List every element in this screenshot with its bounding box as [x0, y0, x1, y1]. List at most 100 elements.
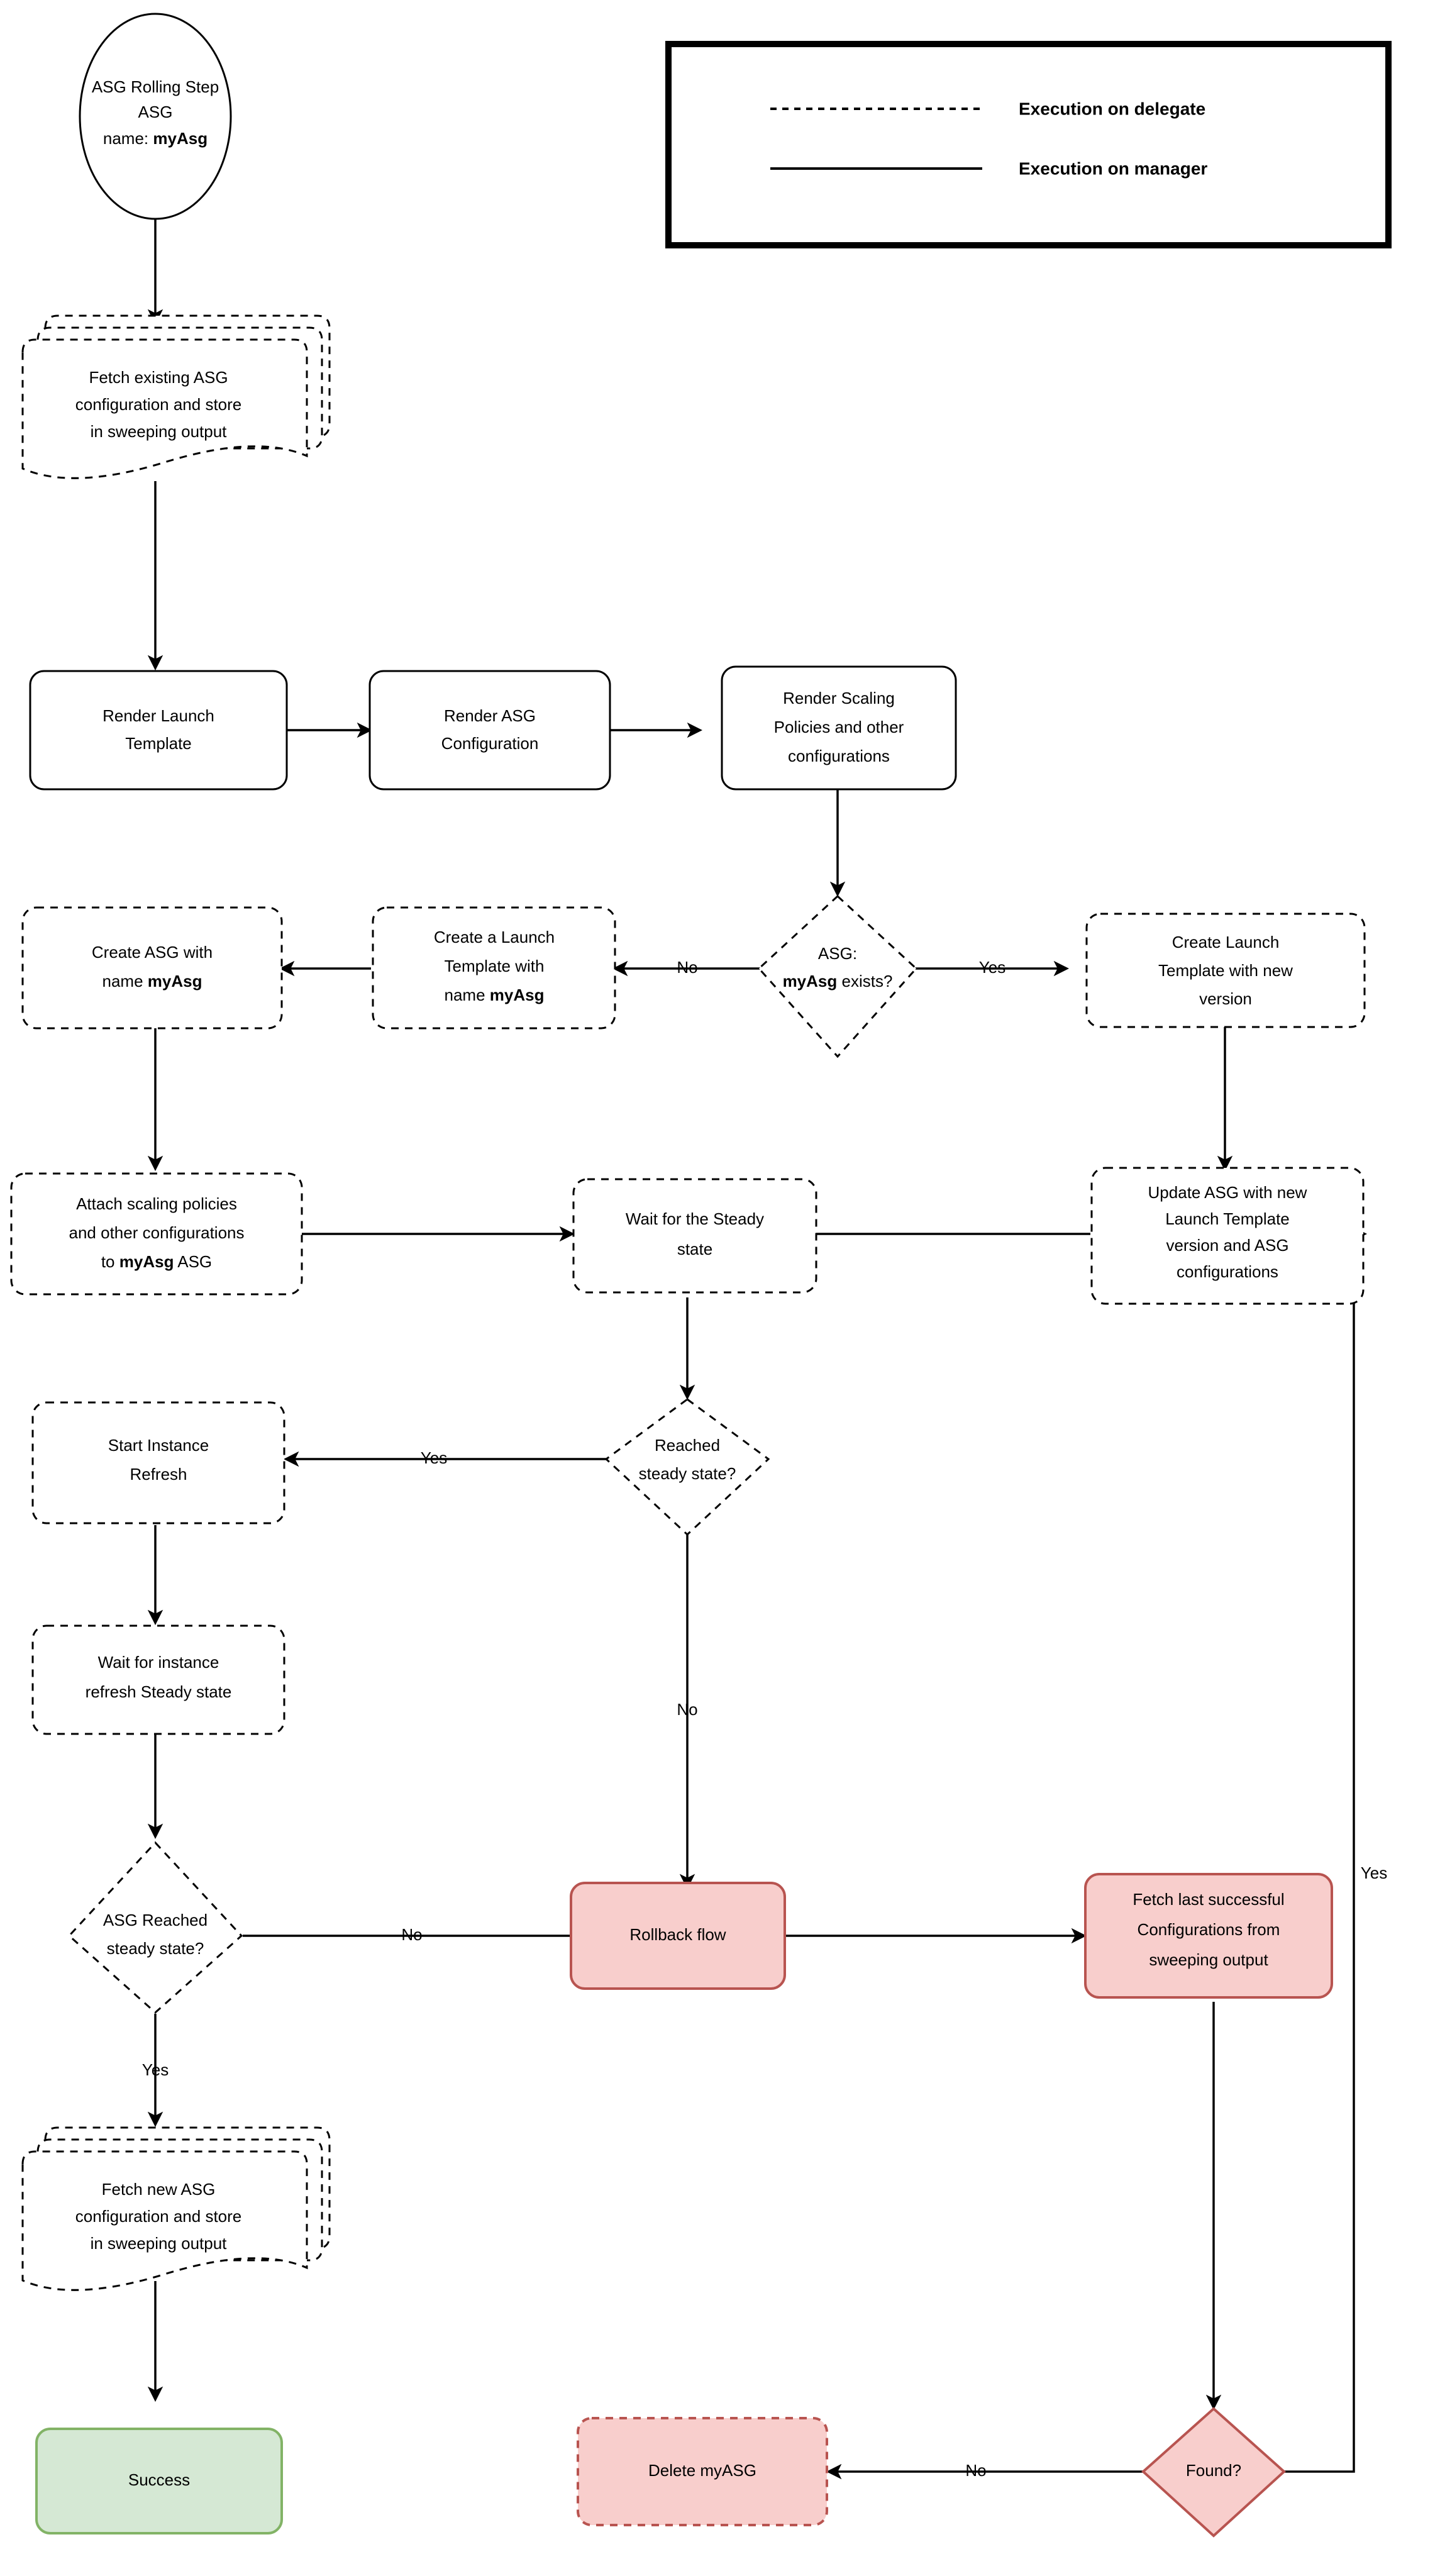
- fetch-last-line2: Configurations from: [1138, 1920, 1280, 1939]
- node-found-decision[interactable]: Found?: [1141, 2407, 1286, 2538]
- node-start[interactable]: ASG Rolling Step ASG name: myAsg: [79, 13, 232, 220]
- node-fetch-last-successful[interactable]: Fetch last successful Configurations fro…: [1084, 1873, 1333, 1999]
- update-asg-line3: version and ASG: [1166, 1236, 1288, 1255]
- edge-label-reached-steady-no: No: [677, 1700, 697, 1719]
- fetch-existing-doc-front[interactable]: [21, 338, 308, 479]
- update-asg-box[interactable]: [1090, 1167, 1365, 1305]
- fetch-new-doc-front[interactable]: [21, 2150, 308, 2291]
- create-launch-template-named-box[interactable]: [372, 906, 616, 1030]
- render-scaling-policies-line3: configurations: [788, 747, 890, 765]
- fetch-last-line3: sweeping output: [1149, 1950, 1268, 1969]
- start-instance-refresh-box[interactable]: [31, 1401, 285, 1524]
- node-attach-scaling-policies[interactable]: Attach scaling policies and other config…: [10, 1172, 303, 1296]
- fetch-last-successful-box[interactable]: [1084, 1873, 1333, 1999]
- fetch-new-line3: in sweeping output: [91, 2234, 228, 2253]
- asg-exists-line2: myAsg exists?: [783, 972, 893, 991]
- node-delete-myasg[interactable]: Delete myASG: [577, 2417, 828, 2526]
- render-asg-configuration-line1: Render ASG: [444, 706, 536, 725]
- start-label-line3: name: myAsg: [103, 129, 208, 148]
- reached-steady-diamond[interactable]: [604, 1398, 770, 1536]
- create-lt-named-line1: Create a Launch: [434, 928, 555, 947]
- create-launch-template-new-version-box[interactable]: [1085, 913, 1366, 1028]
- start-label-line3-bold: myAsg: [153, 129, 208, 148]
- attach-scaling-line3-suffix: ASG: [174, 1252, 212, 1271]
- asg-reached-steady-line2: steady state?: [107, 1939, 204, 1958]
- create-lt-new-line2: Template with new: [1158, 961, 1293, 980]
- render-scaling-policies-box[interactable]: [721, 665, 957, 791]
- create-asg-line2-bold: myAsg: [148, 972, 202, 991]
- node-asg-exists-decision[interactable]: ASG: myAsg exists?: [757, 894, 918, 1058]
- node-create-asg[interactable]: Create ASG with name myAsg: [21, 906, 283, 1030]
- start-instance-refresh-line1: Start Instance: [108, 1436, 209, 1455]
- render-asg-configuration-line2: Configuration: [441, 734, 539, 753]
- edge-label-asg-exists-yes: Yes: [979, 958, 1005, 977]
- attach-scaling-policies-box[interactable]: [10, 1172, 303, 1296]
- attach-scaling-line3-prefix: to: [101, 1252, 119, 1271]
- node-render-launch-template[interactable]: Render Launch Template: [29, 670, 288, 791]
- start-ellipse[interactable]: [79, 13, 232, 220]
- node-update-asg[interactable]: Update ASG with new Launch Template vers…: [1090, 1167, 1365, 1305]
- fetch-last-line1: Fetch last successful: [1133, 1890, 1284, 1909]
- wait-instance-refresh-box[interactable]: [31, 1624, 285, 1735]
- asg-exists-diamond[interactable]: [757, 894, 918, 1058]
- edge-label-reached-steady-yes: Yes: [421, 1448, 447, 1467]
- wait-steady-line1: Wait for the Steady: [626, 1209, 764, 1228]
- node-wait-instance-refresh[interactable]: Wait for instance refresh Steady state: [31, 1624, 285, 1735]
- node-asg-reached-steady-decision[interactable]: ASG Reached steady state?: [67, 1841, 243, 2014]
- fetch-existing-label-line3: in sweeping output: [91, 422, 228, 441]
- found-diamond[interactable]: [1141, 2407, 1286, 2538]
- asg-reached-steady-line1: ASG Reached: [103, 1911, 208, 1929]
- fetch-existing-label-line2: configuration and store: [75, 395, 242, 414]
- edge-label-asg-exists-no: No: [677, 958, 697, 977]
- edge-label-found-no: No: [965, 2461, 986, 2480]
- edge-label-asg-reached-no: No: [401, 1925, 422, 1944]
- reached-steady-line1: Reached: [655, 1436, 720, 1455]
- create-lt-named-line3: name myAsg: [445, 985, 545, 1004]
- create-asg-line2-prefix: name: [102, 972, 148, 991]
- node-fetch-existing-asg[interactable]: Fetch existing ASG configuration and sto…: [21, 314, 331, 479]
- fetch-new-line1: Fetch new ASG: [102, 2180, 216, 2199]
- create-lt-named-line3-bold: myAsg: [490, 985, 545, 1004]
- attach-scaling-line1: Attach scaling policies: [76, 1194, 237, 1213]
- node-start-instance-refresh[interactable]: Start Instance Refresh: [31, 1401, 285, 1524]
- legend-label-delegate: Execution on delegate: [1019, 99, 1205, 118]
- node-create-launch-template-new-version[interactable]: Create Launch Template with new version: [1085, 913, 1366, 1028]
- node-render-asg-configuration[interactable]: Render ASG Configuration: [368, 670, 611, 791]
- update-asg-line4: configurations: [1177, 1262, 1278, 1281]
- attach-scaling-line3: to myAsg ASG: [101, 1252, 212, 1271]
- node-render-scaling-policies[interactable]: Render Scaling Policies and other config…: [721, 665, 957, 791]
- update-asg-line2: Launch Template: [1165, 1209, 1290, 1228]
- legend-box: [665, 41, 1392, 248]
- create-lt-new-line3: version: [1199, 989, 1252, 1008]
- success-label: Success: [128, 2470, 190, 2489]
- node-create-launch-template-named[interactable]: Create a Launch Template with name myAsg: [372, 906, 616, 1030]
- render-launch-template-box[interactable]: [29, 670, 288, 791]
- start-label-line3-prefix: name:: [103, 129, 153, 148]
- wait-steady-state-box[interactable]: [572, 1178, 817, 1294]
- node-rollback-flow[interactable]: Rollback flow: [570, 1882, 786, 1990]
- success-box[interactable]: [35, 2428, 283, 2534]
- create-asg-box[interactable]: [21, 906, 283, 1030]
- start-instance-refresh-line2: Refresh: [130, 1465, 187, 1484]
- edge-label-asg-reached-yes: Yes: [142, 2060, 169, 2079]
- render-asg-configuration-box[interactable]: [368, 670, 611, 791]
- node-fetch-new-asg[interactable]: Fetch new ASG configuration and store in…: [21, 2126, 331, 2291]
- rollback-flow-box[interactable]: [570, 1882, 786, 1990]
- node-wait-steady-state[interactable]: Wait for the Steady state: [572, 1178, 817, 1294]
- create-asg-line1: Create ASG with: [92, 943, 213, 962]
- create-asg-line2: name myAsg: [102, 972, 202, 991]
- rollback-flow-label: Rollback flow: [629, 1925, 726, 1944]
- attach-scaling-line2: and other configurations: [69, 1223, 245, 1242]
- delete-myasg-box[interactable]: [577, 2417, 828, 2526]
- fetch-existing-label-line1: Fetch existing ASG: [89, 368, 228, 387]
- asg-reached-steady-diamond[interactable]: [67, 1841, 243, 2014]
- render-launch-template-line1: Render Launch: [102, 706, 214, 725]
- wait-instance-refresh-line2: refresh Steady state: [86, 1682, 232, 1701]
- node-reached-steady-decision[interactable]: Reached steady state?: [604, 1398, 770, 1536]
- node-success[interactable]: Success: [35, 2428, 283, 2534]
- asg-exists-line1: ASG:: [818, 944, 857, 963]
- reached-steady-line2: steady state?: [639, 1464, 736, 1483]
- create-lt-new-line1: Create Launch: [1172, 933, 1280, 952]
